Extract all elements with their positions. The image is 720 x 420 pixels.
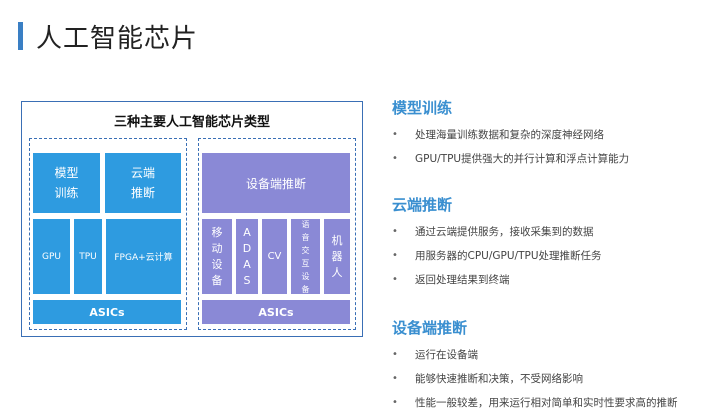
block-char: A xyxy=(243,257,251,271)
section-model-training: 模型训练 • 处理海量训练数据和复杂的深度神经网络 • GPU/TPU提供强大的并行… xyxy=(392,97,712,176)
block-char: A xyxy=(243,225,251,239)
mobile-device-block: 移 动 设 备 xyxy=(202,219,232,294)
robot-block: 机 器 人 xyxy=(324,219,350,294)
block-char: S xyxy=(243,273,251,287)
bullet-icon: • xyxy=(392,226,398,237)
list-item-text: 通过云端提供服务，接收采集到的数据 xyxy=(415,226,594,238)
list-item-text: 处理海量训练数据和复杂的深度神经网络 xyxy=(415,129,604,141)
block-label: 训练 xyxy=(54,186,79,200)
block-label: 模型 xyxy=(54,166,79,180)
chip-types-diagram: 三种主要人工智能芯片类型 模型 训练 云端 推断 GPU TPU FPGA+云计… xyxy=(21,101,363,337)
block-label: 推断 xyxy=(130,186,155,200)
list-item: • 通过云端提供服务，接收采集到的数据 xyxy=(392,225,712,249)
edge-inference-block: 设备端推断 xyxy=(202,153,350,213)
adas-block: A D A S xyxy=(236,219,258,294)
list-item-text: 运行在设备端 xyxy=(415,349,478,361)
title-accent-bar xyxy=(18,22,23,50)
edge-chip-group: 设备端推断 移 动 设 备 A D A S CV 语 音 交 互 设 备 机 器… xyxy=(198,138,356,330)
asics-block-left: ASICs xyxy=(33,300,181,324)
block-char: 音 xyxy=(301,232,310,242)
list-item: • 运行在设备端 xyxy=(392,348,712,372)
voice-interaction-device-block: 语 音 交 互 设 备 xyxy=(291,219,320,294)
block-char: 设 xyxy=(301,271,310,281)
cv-block: CV xyxy=(262,219,287,294)
block-char: 备 xyxy=(211,273,223,287)
block-char: 互 xyxy=(301,258,310,268)
gpu-block: GPU xyxy=(33,219,70,294)
tpu-block: TPU xyxy=(74,219,102,294)
list-item-text: GPU/TPU提供强大的并行计算和浮点计算能力 xyxy=(415,153,630,165)
section-cloud-inference: 云端推断 • 通过云端提供服务，接收采集到的数据 • 用服务器的CPU/GPU/TP… xyxy=(392,194,712,297)
list-item-text: 返回处理结果到终端 xyxy=(415,274,510,286)
block-char: 语 xyxy=(301,219,310,229)
block-char: D xyxy=(242,241,252,255)
list-item-text: 能够快速推断和决策，不受网络影响 xyxy=(415,373,583,385)
section-list: • 运行在设备端 • 能够快速推断和决策，不受网络影响 • 性能一般较差，用来运行相对… xyxy=(392,348,712,420)
list-item: • 能够快速推断和决策，不受网络影响 xyxy=(392,372,712,396)
block-char: 移 xyxy=(211,225,223,239)
list-item: • 处理海量训练数据和复杂的深度神经网络 xyxy=(392,128,712,152)
list-item: • GPU/TPU提供强大的并行计算和浮点计算能力 xyxy=(392,152,712,176)
section-list: • 处理海量训练数据和复杂的深度神经网络 • GPU/TPU提供强大的并行计算和浮点… xyxy=(392,128,712,176)
section-heading: 云端推断 xyxy=(392,196,453,214)
fpga-cloud-block: FPGA+云计算 xyxy=(106,219,181,294)
cloud-chip-group: 模型 训练 云端 推断 GPU TPU FPGA+云计算 ASICs xyxy=(29,138,187,330)
section-edge-inference: 设备端推断 • 运行在设备端 • 能够快速推断和决策，不受网络影响 • 性能一般较差，… xyxy=(392,317,712,420)
bullet-icon: • xyxy=(392,274,398,285)
list-item-text: 性能一般较差，用来运行相对简单和实时性要求高的推断 xyxy=(415,397,678,409)
block-char: 人 xyxy=(331,265,343,279)
diagram-title: 三种主要人工智能芯片类型 xyxy=(113,115,270,130)
page-title: 人工智能芯片 xyxy=(36,24,199,54)
list-item-text: 用服务器的CPU/GPU/TPU处理推断任务 xyxy=(415,250,602,262)
section-heading: 模型训练 xyxy=(392,99,453,117)
list-item: • 用服务器的CPU/GPU/TPU处理推断任务 xyxy=(392,249,712,273)
bullet-icon: • xyxy=(392,397,398,408)
block-char: 备 xyxy=(301,284,310,294)
block-label: 云端 xyxy=(130,166,155,180)
section-list: • 通过云端提供服务，接收采集到的数据 • 用服务器的CPU/GPU/TPU处理推断… xyxy=(392,225,712,297)
list-item: • 返回处理结果到终端 xyxy=(392,273,712,297)
block-char: 设 xyxy=(211,257,223,271)
block-char: 器 xyxy=(331,249,343,263)
block-char: 动 xyxy=(211,241,223,255)
bullet-icon: • xyxy=(392,373,398,384)
bullet-icon: • xyxy=(392,129,398,140)
block-char: 机 xyxy=(331,233,343,247)
asics-block-right: ASICs xyxy=(202,300,350,324)
bullet-icon: • xyxy=(392,153,398,164)
bullet-icon: • xyxy=(392,250,398,261)
list-item: • 性能一般较差，用来运行相对简单和实时性要求高的推断 xyxy=(392,396,712,420)
cloud-inference-block: 云端 推断 xyxy=(105,153,181,213)
model-training-block: 模型 训练 xyxy=(33,153,100,213)
block-char: 交 xyxy=(301,245,310,255)
section-heading: 设备端推断 xyxy=(392,319,468,337)
bullet-icon: • xyxy=(392,349,398,360)
